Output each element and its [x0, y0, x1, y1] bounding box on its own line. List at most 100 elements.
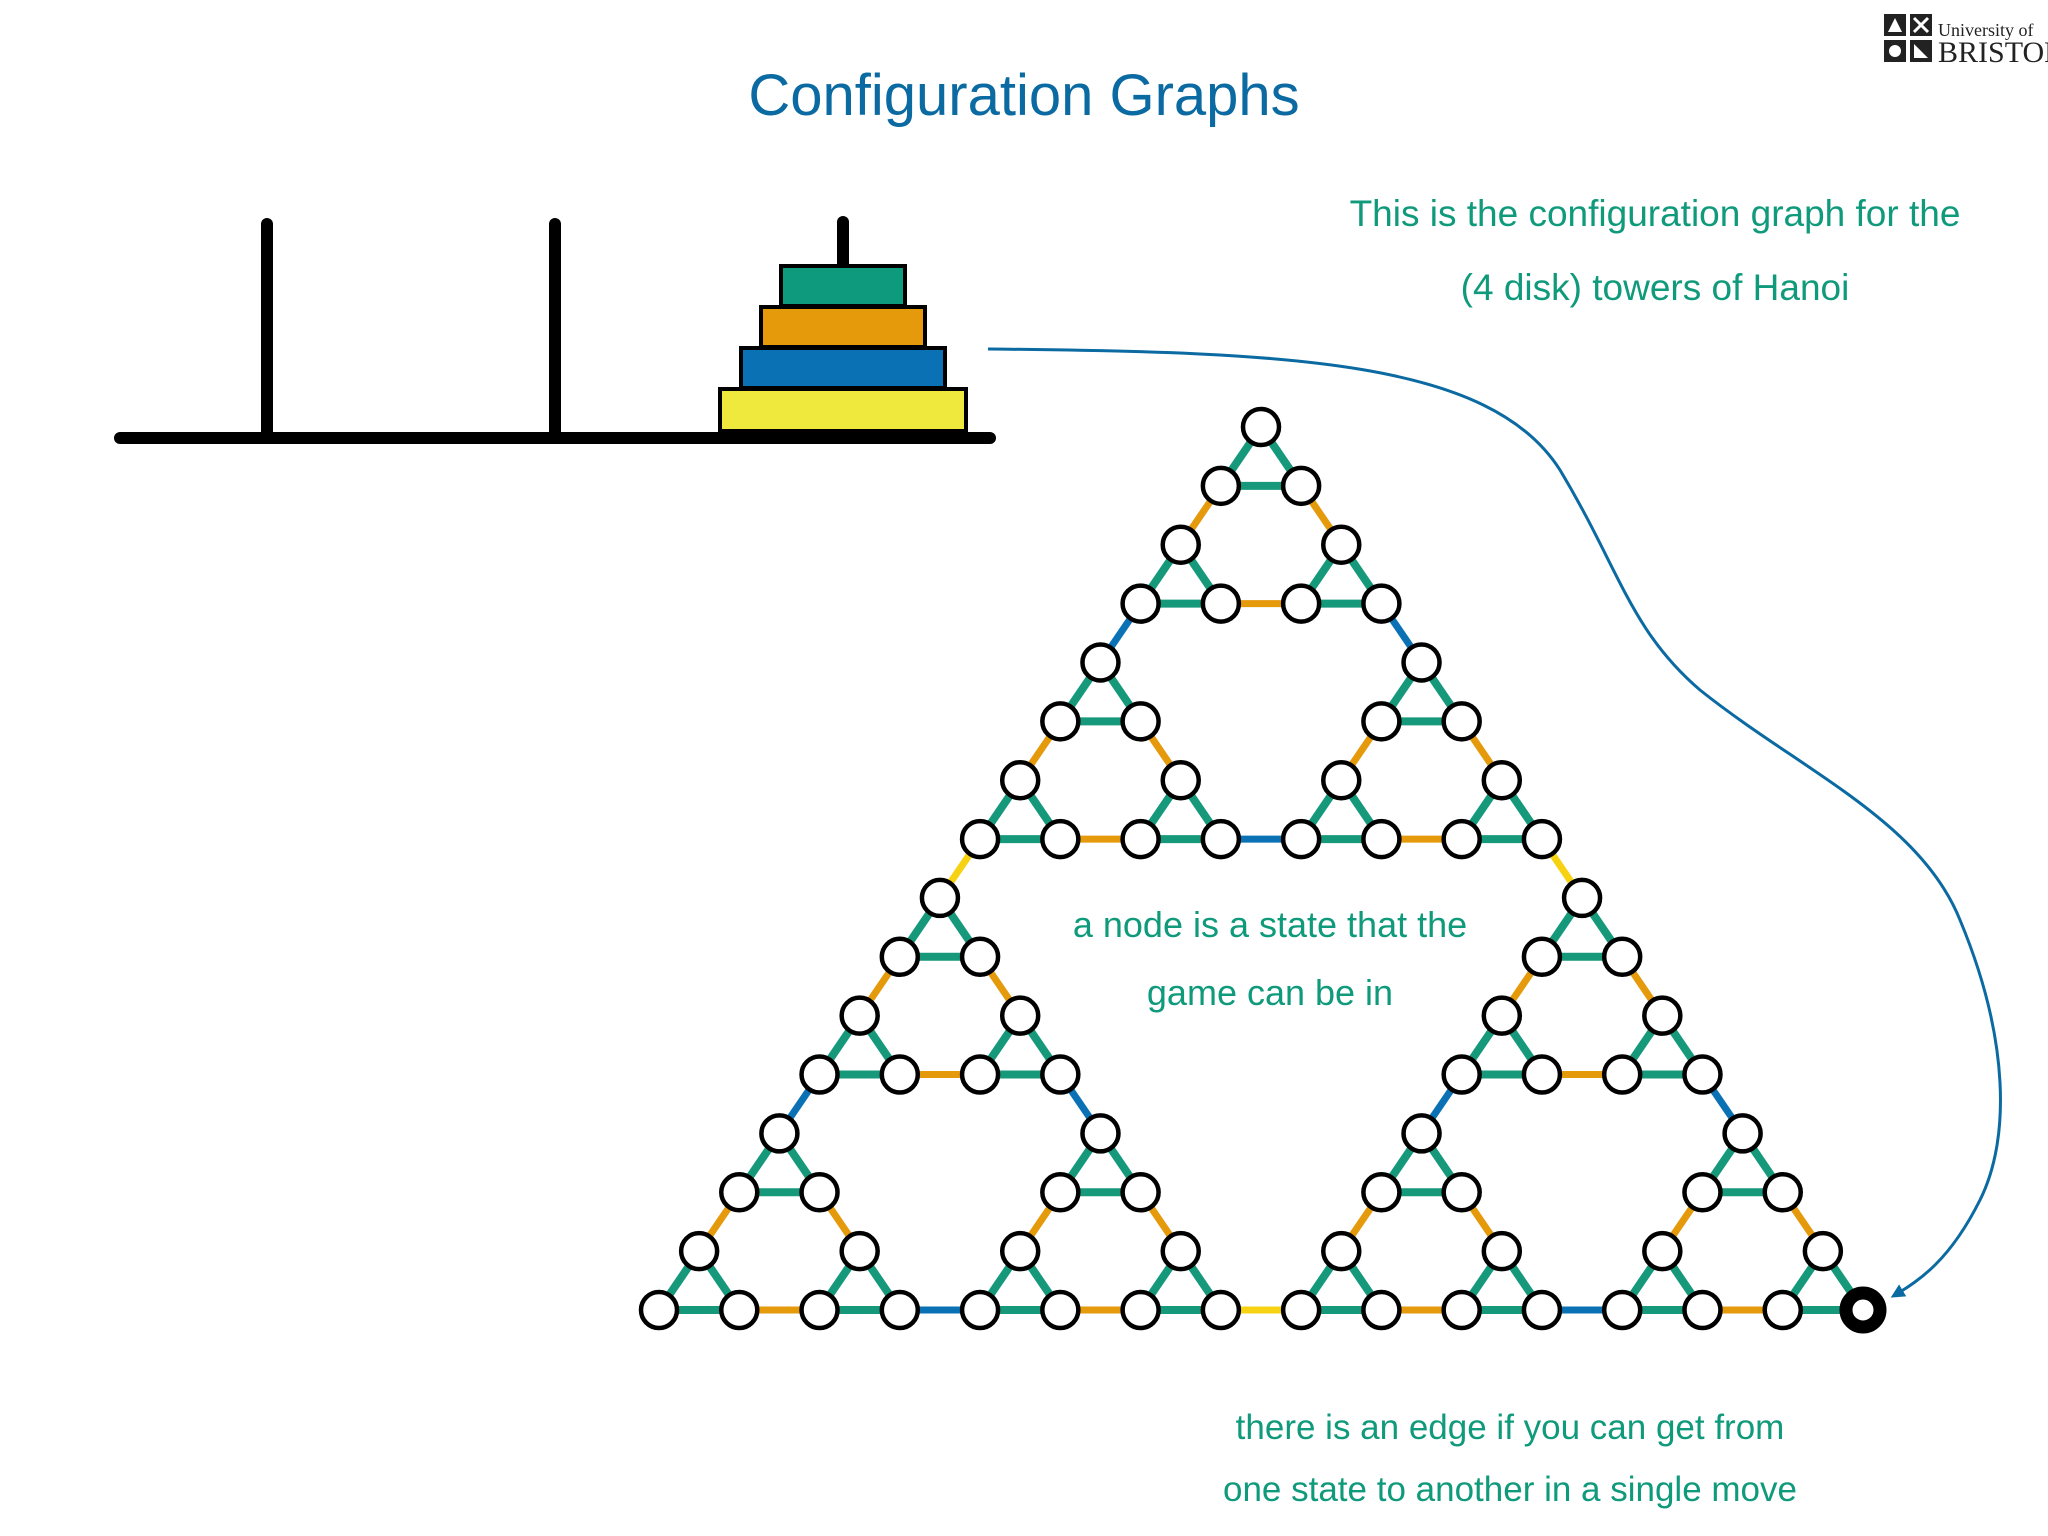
graph-node: [999, 995, 1041, 1036]
graph-node: [799, 1172, 840, 1213]
graph-node: [1160, 524, 1201, 565]
disk-1: [779, 264, 907, 308]
graph-node: [1561, 877, 1603, 919]
graph-node: [1160, 1230, 1201, 1272]
graph-node: [1080, 1113, 1121, 1154]
graph-node: [1280, 1289, 1322, 1331]
graph-node: [638, 1289, 680, 1331]
graph-node: [1601, 1289, 1643, 1331]
graph-node: [1120, 1172, 1161, 1213]
graph-node: [839, 995, 880, 1036]
graph-node: [1080, 642, 1121, 683]
graph-node: [1200, 583, 1242, 624]
logo-text-line2: BRISTOL: [1938, 36, 2048, 69]
graph-edges: [655, 424, 1867, 1314]
graph-node: [1280, 583, 1322, 624]
highlighted-graph-node: [1839, 1286, 1887, 1334]
graph-node: [1280, 465, 1322, 507]
disk-2: [759, 305, 927, 349]
graph-node: [959, 1054, 1001, 1095]
edge-caption-line-2: one state to another in a single move: [1223, 1470, 1797, 1509]
graph-node: [1240, 406, 1282, 448]
pointer-arrow: [987, 347, 2002, 1298]
graph-node: [1361, 701, 1402, 742]
graph-caption-line-1: This is the configuration graph for the: [1349, 193, 1961, 234]
graph-node: [959, 1289, 1001, 1331]
graph-node: [1441, 818, 1482, 860]
graph-node: [1481, 995, 1523, 1036]
graph-node: [1401, 642, 1442, 683]
graph-node: [1481, 759, 1523, 801]
slide-title: Configuration Graphs: [748, 63, 1300, 128]
graph-node: [1642, 1230, 1683, 1272]
graph-node: [1200, 465, 1242, 507]
disk-4: [718, 387, 968, 433]
graph-node: [1361, 1289, 1402, 1331]
graph-node: [1682, 1054, 1723, 1095]
edge-caption: there is an edge if you can get from one…: [1180, 1410, 1840, 1507]
graph-node: [1040, 818, 1081, 860]
graph-node: [1441, 701, 1482, 742]
graph-node: [1762, 1289, 1803, 1331]
crest-icon: [1884, 14, 1932, 62]
graph-node: [1321, 1230, 1362, 1272]
graph-node: [1401, 1113, 1442, 1154]
graph-node: [1521, 818, 1563, 860]
graph-node: [799, 1289, 840, 1331]
graph-nodes: [638, 406, 1887, 1334]
graph-node: [799, 1054, 840, 1095]
graph-node: [959, 936, 1001, 978]
graph-node: [1120, 818, 1161, 860]
graph-node: [879, 936, 921, 978]
node-caption: a node is a state that the game can be i…: [1030, 907, 1510, 1011]
graph-node: [1601, 936, 1643, 978]
graph-node: [879, 1054, 921, 1095]
graph-node: [1361, 583, 1402, 624]
disk-3: [739, 346, 947, 390]
graph-node: [1040, 701, 1081, 742]
graph-node: [919, 877, 961, 919]
graph-node: [1040, 1054, 1081, 1095]
node-caption-line-2: game can be in: [1146, 972, 1394, 1013]
graph-node: [1521, 1054, 1563, 1095]
graph-node: [1521, 1289, 1563, 1331]
graph-node: [999, 759, 1041, 801]
node-caption-line-1: a node is a state that the: [1072, 904, 1468, 945]
graph-node: [1040, 1172, 1081, 1213]
graph-node: [1521, 936, 1563, 978]
graph-node: [1642, 995, 1683, 1036]
edge-caption-line-1: there is an edge if you can get from: [1235, 1408, 1785, 1447]
graph-node: [1481, 1230, 1523, 1272]
graph-node: [1040, 1289, 1081, 1331]
graph-node: [1200, 1289, 1242, 1331]
graph-caption: This is the configuration graph for the …: [1290, 195, 2020, 306]
graph-node: [719, 1289, 760, 1331]
graph-node: [1722, 1113, 1763, 1154]
graph-node: [678, 1230, 720, 1272]
graph-node: [1200, 818, 1242, 860]
graph-node: [1441, 1289, 1482, 1331]
graph-caption-line-2: (4 disk) towers of Hanoi: [1460, 267, 1850, 308]
graph-node: [1160, 759, 1201, 801]
graph-node: [1120, 583, 1161, 624]
graph-node: [1441, 1172, 1482, 1213]
logo-text-line1: University of: [1938, 20, 2034, 40]
graph-node: [1361, 1172, 1402, 1213]
graph-node: [1120, 701, 1161, 742]
graph-node: [1321, 759, 1362, 801]
hanoi-tower: [114, 216, 996, 444]
graph-node: [999, 1230, 1041, 1272]
graph-node: [839, 1230, 880, 1272]
university-logo: University of BRISTOL: [1884, 14, 2048, 69]
graph-node: [1441, 1054, 1482, 1095]
graph-node: [759, 1113, 800, 1154]
graph-node: [1120, 1289, 1161, 1331]
graph-node: [1361, 818, 1402, 860]
graph-node: [719, 1172, 760, 1213]
graph-node: [1802, 1230, 1844, 1272]
graph-node: [1601, 1054, 1643, 1095]
graph-node: [1321, 524, 1362, 565]
graph-node: [959, 818, 1001, 860]
